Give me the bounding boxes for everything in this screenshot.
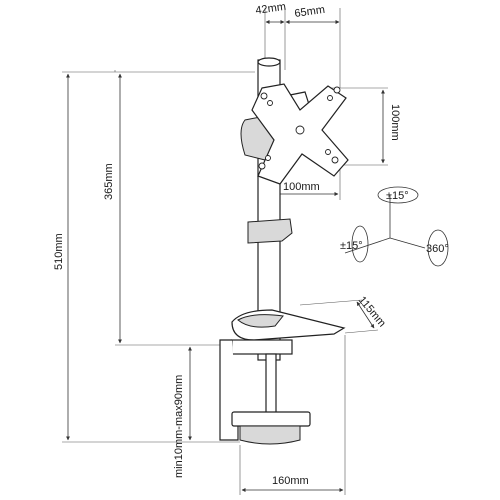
monitor-mount — [219, 57, 349, 445]
dim-160mm: 160mm — [272, 475, 309, 487]
dim-365mm: 365mm — [103, 163, 115, 200]
tilt-label: ±15° — [386, 190, 409, 202]
dim-100mm-horizontal: 100mm — [283, 181, 320, 193]
dim-65mm: 65mm — [294, 4, 326, 20]
dim-42mm: 42mm — [255, 1, 287, 17]
swivel-arrow-icon — [351, 225, 369, 263]
rotate-arrow-icon — [427, 229, 449, 267]
rotate-label: 360° — [426, 243, 449, 255]
dim-clamp-range: min10mm-max90mm — [173, 375, 185, 478]
swivel-label: ±15° — [340, 240, 363, 252]
vesa-plate — [251, 83, 349, 185]
rotation-axes — [344, 186, 449, 267]
cable-clip — [247, 218, 293, 244]
dim-510mm: 510mm — [53, 233, 65, 270]
dim-100mm-vertical: 100mm — [389, 104, 401, 141]
tilt-arrow-icon — [377, 186, 419, 204]
dimension-lines — [62, 8, 388, 495]
desk-clamp — [219, 339, 311, 445]
